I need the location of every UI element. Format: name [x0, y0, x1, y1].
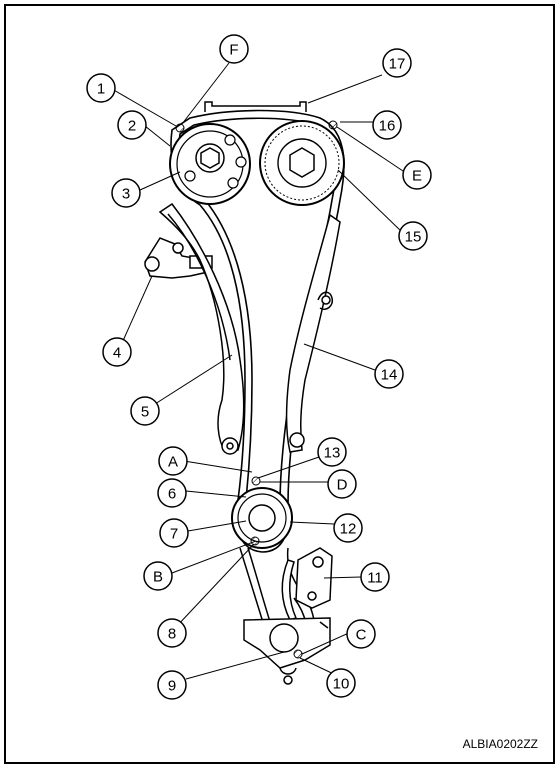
leader-lines — [111, 62, 404, 680]
svg-text:E: E — [412, 168, 422, 185]
svg-text:A: A — [168, 454, 178, 471]
callout-17: 17 — [382, 48, 412, 78]
mating-mark-f — [175, 123, 185, 133]
callout-7: 7 — [159, 518, 189, 548]
callout-b: B — [143, 561, 173, 591]
callout-13: 13 — [317, 437, 347, 467]
callout-a: A — [158, 446, 188, 476]
svg-text:4: 4 — [113, 345, 121, 362]
tension-guide — [285, 213, 341, 453]
callout-d: D — [327, 469, 357, 499]
svg-text:15: 15 — [405, 229, 422, 246]
lower-chain-tensioner — [281, 547, 333, 621]
callout-1: 1 — [86, 73, 116, 103]
intake-camshaft-sprocket — [169, 123, 251, 205]
svg-text:3: 3 — [122, 186, 130, 203]
svg-text:9: 9 — [168, 678, 176, 695]
svg-text:16: 16 — [379, 118, 396, 135]
svg-text:F: F — [229, 42, 238, 59]
chain-cover-top-bracket — [204, 101, 307, 112]
callout-9: 9 — [157, 670, 187, 700]
callout-3: 3 — [111, 178, 141, 208]
oil-pump-sprocket — [243, 617, 331, 685]
svg-text:2: 2 — [128, 118, 136, 135]
callout-10: 10 — [326, 668, 356, 698]
svg-text:10: 10 — [333, 676, 350, 693]
svg-text:8: 8 — [168, 626, 176, 643]
svg-text:7: 7 — [170, 526, 178, 543]
callout-5: 5 — [130, 396, 160, 426]
svg-text:11: 11 — [367, 570, 383, 587]
svg-text:5: 5 — [141, 404, 149, 421]
mating-mark-e — [328, 120, 338, 130]
svg-text:12: 12 — [340, 521, 357, 538]
callout-12: 12 — [333, 513, 363, 543]
svg-text:17: 17 — [389, 56, 406, 73]
figure-code: ALBIA0202ZZ — [463, 737, 538, 751]
callout-e: E — [402, 160, 432, 190]
svg-text:14: 14 — [381, 367, 398, 384]
callout-6: 6 — [157, 478, 187, 508]
callout-f: F — [219, 34, 249, 64]
callout-16: 16 — [372, 110, 402, 140]
mating-mark-c — [293, 649, 303, 659]
svg-text:6: 6 — [168, 486, 176, 503]
svg-text:C: C — [356, 627, 367, 644]
callout-15: 15 — [398, 221, 428, 251]
slack-guide — [158, 202, 245, 455]
callout-11: 11 — [360, 562, 390, 592]
svg-text:1: 1 — [97, 81, 105, 98]
mating-mark-d — [251, 476, 261, 486]
callout-8: 8 — [157, 618, 187, 648]
svg-text:B: B — [153, 569, 163, 586]
exhaust-camshaft-sprocket — [259, 120, 345, 206]
crankshaft-sprocket — [231, 487, 293, 549]
svg-text:D: D — [337, 477, 348, 494]
svg-text:13: 13 — [324, 445, 341, 462]
callout-c: C — [346, 619, 376, 649]
callout-2: 2 — [117, 110, 147, 140]
callout-14: 14 — [374, 359, 404, 389]
callout-4: 4 — [102, 337, 132, 367]
